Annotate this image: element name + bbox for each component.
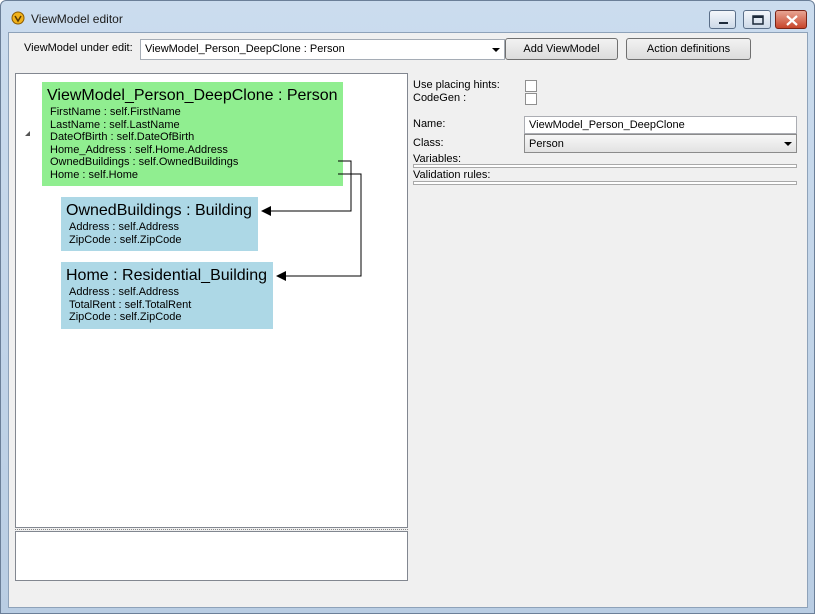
variables-label: Variables: [413, 153, 462, 165]
home-title: Home : Residential_Building [66, 267, 267, 284]
maximize-button[interactable] [743, 10, 771, 29]
use-placing-hints-label: Use placing hints: [413, 79, 500, 91]
client-area: ViewModel under edit: ViewModel_Person_D… [8, 32, 808, 608]
root-row-ownedbuildings: OwnedBuildings : self.OwnedBuildings [50, 156, 239, 168]
root-viewmodel-box[interactable]: ViewModel_Person_DeepClone : Person Firs… [42, 82, 343, 186]
name-field-value: ViewModel_Person_DeepClone [529, 119, 685, 131]
root-viewmodel-title: ViewModel_Person_DeepClone : Person [47, 87, 338, 104]
root-row-lastname: LastName : self.LastName [50, 119, 180, 131]
owned-buildings-title: OwnedBuildings : Building [66, 202, 252, 219]
app-icon [11, 11, 25, 25]
window-title: ViewModel editor [31, 12, 123, 26]
use-placing-hints-checkbox[interactable] [525, 80, 537, 92]
chevron-down-icon [492, 48, 500, 52]
action-definitions-button[interactable]: Action definitions [626, 38, 751, 60]
root-row-home: Home : self.Home [50, 169, 139, 181]
viewmodel-select-value: ViewModel_Person_DeepClone : Person [145, 43, 345, 55]
owned-buildings-row-address: Address : self.Address [69, 221, 180, 233]
root-row-home-address: Home_Address : self.Home.Address [50, 144, 228, 156]
validation-rules-label: Validation rules: [413, 169, 491, 181]
title-bar[interactable]: ViewModel editor [1, 1, 814, 35]
home-connector [276, 173, 362, 281]
chevron-down-icon [784, 142, 792, 146]
codegen-checkbox[interactable] [525, 93, 537, 105]
home-row-address: Address : self.Address [69, 286, 180, 298]
home-row-zipcode: ZipCode : self.ZipCode [69, 311, 182, 323]
home-box[interactable]: Home : Residential_Building Address : se… [61, 262, 273, 329]
maximize-icon [752, 15, 764, 25]
viewmodel-label: ViewModel under edit: [24, 42, 133, 54]
add-viewmodel-button[interactable]: Add ViewModel [505, 38, 618, 60]
panel-splitter[interactable] [15, 529, 408, 532]
name-field[interactable]: ViewModel_Person_DeepClone [524, 116, 797, 134]
home-row-totalrent: TotalRent : self.TotalRent [69, 299, 192, 311]
root-row-firstname: FirstName : self.FirstName [50, 106, 181, 118]
ownedbuildings-connector [261, 160, 352, 216]
minimize-button[interactable] [709, 10, 736, 29]
name-label: Name: [413, 118, 446, 130]
validation-rules-list[interactable] [413, 181, 797, 185]
owned-buildings-box[interactable]: OwnedBuildings : Building Address : self… [61, 197, 258, 251]
viewmodel-select[interactable]: ViewModel_Person_DeepClone : Person [140, 39, 505, 60]
diagram-connectors [261, 160, 362, 281]
close-icon [786, 15, 798, 26]
collapse-triangle-icon[interactable] [25, 131, 30, 136]
minimize-icon [719, 22, 728, 24]
class-select[interactable]: Person [524, 134, 797, 153]
root-row-dateofbirth: DateOfBirth : self.DateOfBirth [50, 131, 195, 143]
variables-list[interactable] [413, 164, 797, 168]
diagram-canvas[interactable]: ViewModel_Person_DeepClone : Person Firs… [15, 73, 408, 528]
class-select-value: Person [529, 138, 564, 150]
close-button[interactable] [775, 10, 807, 29]
bottom-panel[interactable] [15, 531, 408, 581]
owned-buildings-row-zipcode: ZipCode : self.ZipCode [69, 234, 182, 246]
class-label: Class: [413, 137, 444, 149]
codegen-label: CodeGen : [413, 92, 467, 104]
